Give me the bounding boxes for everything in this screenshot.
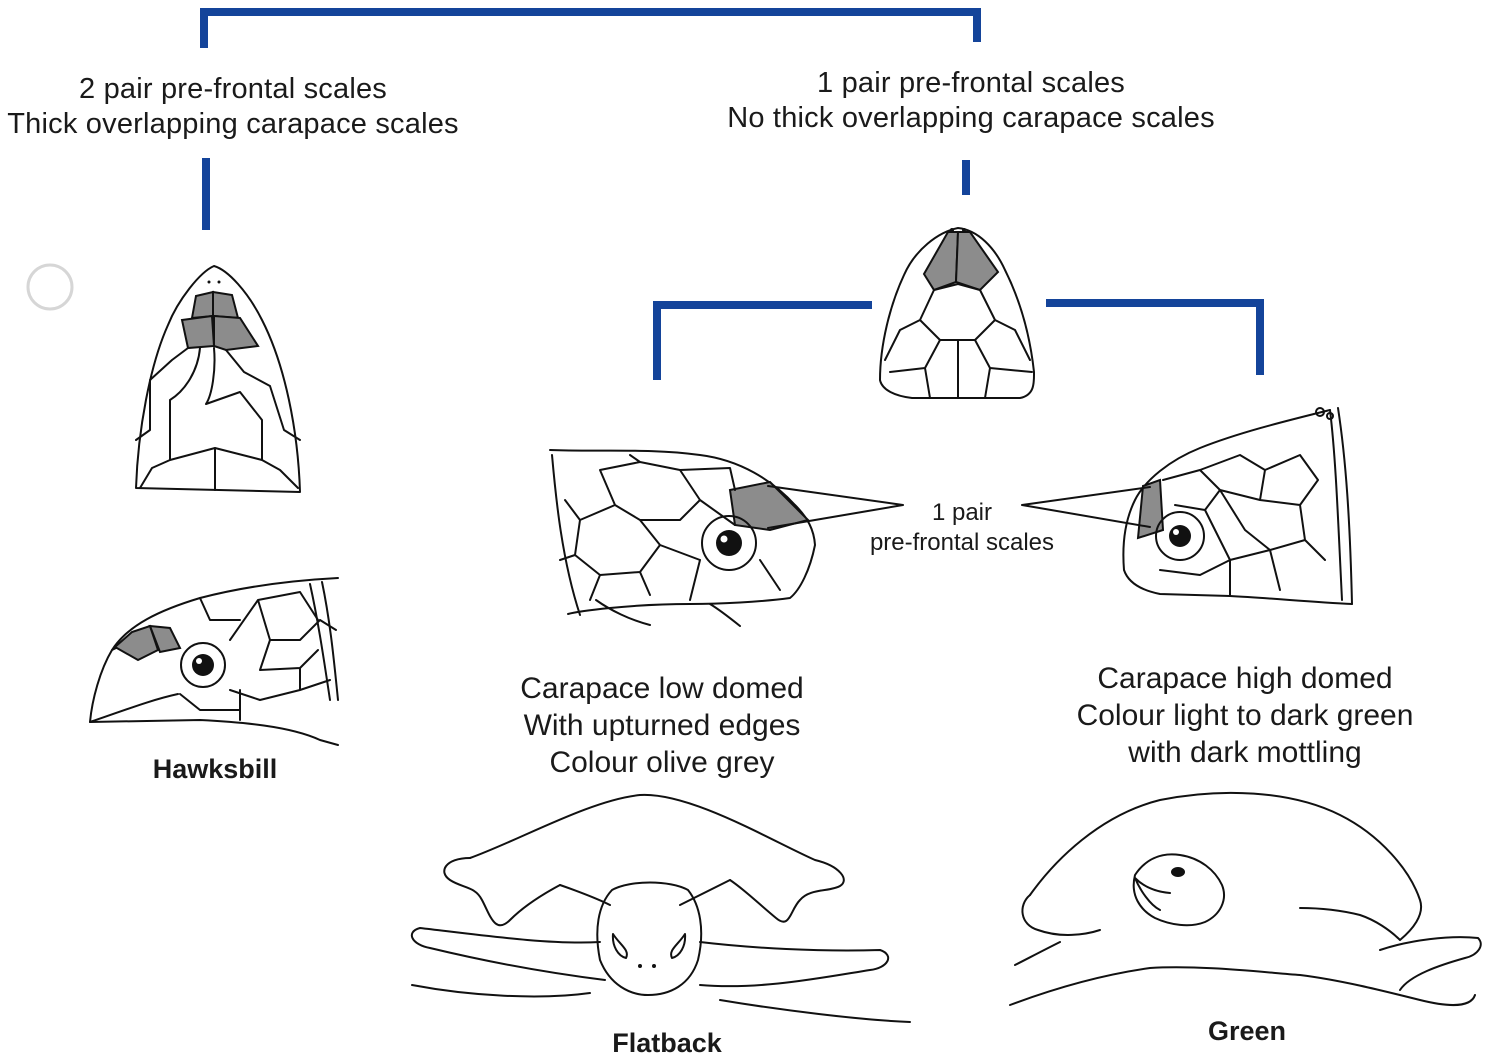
flatback-description: Carapace low domed With upturned edges C… bbox=[462, 670, 862, 781]
left-branch-line2: Thick overlapping carapace scales bbox=[0, 107, 466, 142]
flatback-name: Flatback bbox=[567, 1028, 767, 1059]
top-split-bracket bbox=[204, 12, 977, 48]
green-body bbox=[1010, 793, 1481, 1005]
green-desc-line2: Colour light to dark green bbox=[1040, 697, 1450, 734]
hawksbill-head-top-view bbox=[136, 266, 300, 492]
callout-line1: 1 pair bbox=[842, 498, 1082, 528]
flatback-desc-line1: Carapace low domed bbox=[462, 670, 862, 707]
green-description: Carapace high domed Colour light to dark… bbox=[1040, 660, 1450, 771]
right-split-right-arm bbox=[1046, 303, 1260, 375]
hawksbill-name: Hawksbill bbox=[115, 754, 315, 785]
green-name: Green bbox=[1147, 1016, 1347, 1047]
left-branch-line1: 2 pair pre-frontal scales bbox=[0, 72, 466, 107]
punch-hole bbox=[28, 265, 72, 309]
flatback-desc-line3: Colour olive grey bbox=[462, 744, 862, 781]
green-head-side-view bbox=[1123, 408, 1352, 604]
right-branch-line2: No thick overlapping carapace scales bbox=[700, 101, 1242, 136]
right-branch-criteria: 1 pair pre-frontal scales No thick overl… bbox=[700, 66, 1242, 136]
one-pair-head-top-view bbox=[880, 228, 1034, 398]
right-branch-line1: 1 pair pre-frontal scales bbox=[700, 66, 1242, 101]
green-desc-line3: with dark mottling bbox=[1040, 734, 1450, 771]
flatback-head-side-view bbox=[550, 450, 815, 626]
right-split-left-arm bbox=[657, 305, 872, 380]
left-branch-criteria: 2 pair pre-frontal scales Thick overlapp… bbox=[0, 72, 466, 142]
flatback-body bbox=[412, 795, 910, 1022]
hawksbill-head-side-view bbox=[90, 578, 338, 745]
flatback-desc-line2: With upturned edges bbox=[462, 707, 862, 744]
green-desc-line1: Carapace high domed bbox=[1040, 660, 1450, 697]
pre-frontal-callout: 1 pair pre-frontal scales bbox=[842, 498, 1082, 558]
callout-line2: pre-frontal scales bbox=[842, 528, 1082, 558]
